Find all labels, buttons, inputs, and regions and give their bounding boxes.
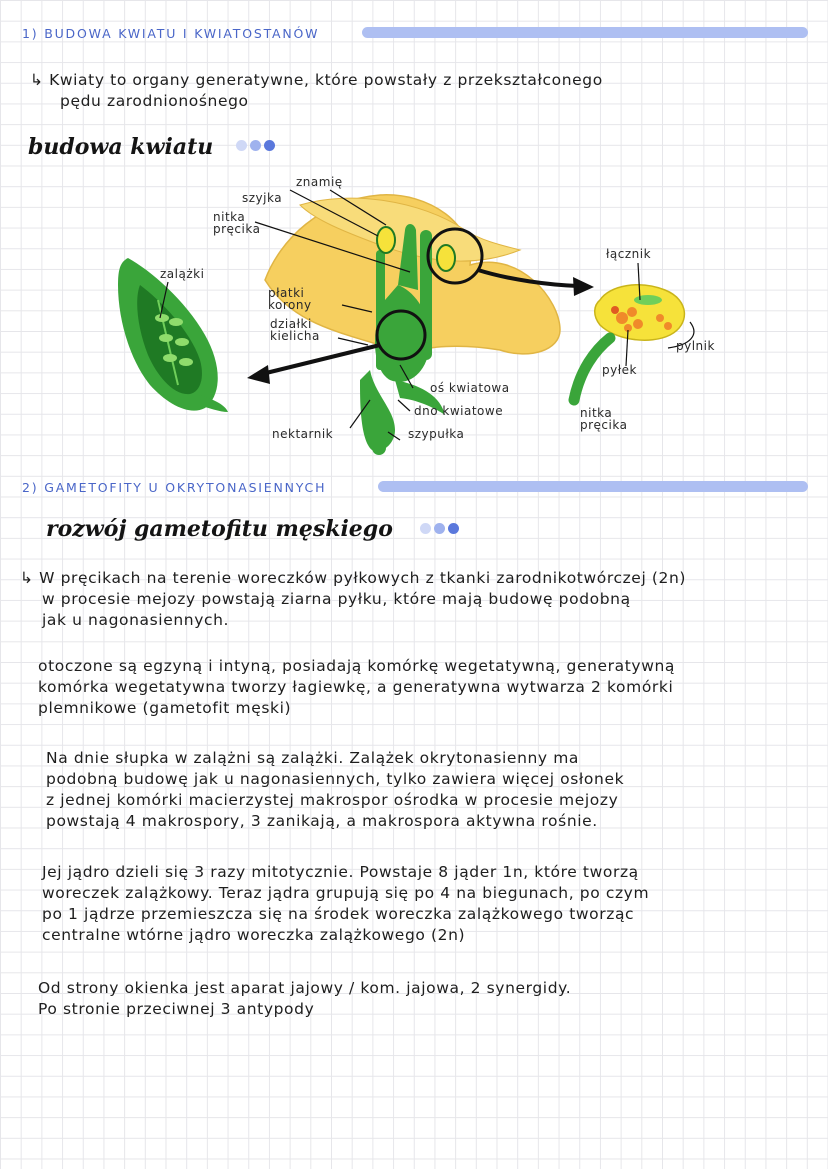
section-2-body: ↳ W pręcikach na terenie woreczków pyłko… [20,568,820,1038]
label-dno-kwiatowe: dno kwiatowe [414,404,504,418]
paragraph-pollen-structure: otoczone są egzyną i intyną, posiadają k… [38,656,675,719]
text-line: woreczek zalążkowy. Teraz jądra grupują … [42,884,650,902]
section-1-title: 1) BUDOWA KWIATU I KWIATOSTANÓW [22,26,320,41]
text-line: z jednej komórki macierzystej makrospor … [46,791,619,809]
label-pylek: pyłek [602,363,637,377]
label-platki-korony: płatki korony [268,286,312,312]
text-line: jak u nagonasiennych. [42,611,230,629]
section-1-intro: ↳ Kwiaty to organy generatywne, które po… [30,70,603,112]
label-nektarnik: nektarnik [272,427,334,441]
label-nitka-precika-right: nitka pręcika [580,406,628,432]
flower-diagram [118,189,695,455]
text-line: podobną budowę jak u nagonasiennych, tyl… [46,770,625,788]
magnifier-ovary [375,309,427,361]
ovary-illustration [118,258,228,412]
text-line: Po stronie przeciwnej 3 antypody [38,1000,315,1018]
dot-medium [250,140,261,151]
dot-light [236,140,247,151]
text-line: Jej jądro dzieli się 3 razy mitotycznie.… [42,863,639,881]
text-line: otoczone są egzyną i intyną, posiadają k… [38,657,675,675]
text-line: po 1 jądrze przemieszcza się na środek w… [42,905,635,923]
text-line: Na dnie słupka w zalążni są zalążki. Zal… [46,749,580,767]
paragraph-pollen: ↳ W pręcikach na terenie woreczków pyłko… [20,568,686,631]
label-zalazki: zalążki [160,267,205,281]
label-pylnik: pylnik [676,339,715,353]
paragraph-ovule: Na dnie słupka w zalążni są zalążki. Zal… [46,748,624,832]
text-line: Od strony okienka jest aparat jajowy / k… [38,979,572,997]
dot-medium [434,523,445,534]
paragraph-egg-apparatus: Od strony okienka jest aparat jajowy / k… [38,978,571,1020]
section-1-subheading: budowa kwiatu [28,134,214,160]
section-2-title: 2) GAMETOFITY U OKRYTONASIENNYCH [22,480,327,495]
label-os-kwiatowa: oś kwiatowa [430,381,510,395]
subheading-dots [236,140,275,151]
label-nitka-precika: nitka pręcika [213,210,261,236]
section-2-subheading: rozwój gametofitu męskiego [46,516,393,542]
label-lacznik: łącznik [606,247,652,261]
intro-line: pędu zarodnionośnego [60,92,249,110]
text-line: centralne wtórne jądro woreczka zalążkow… [42,926,466,944]
anther-detail [568,284,686,406]
text-line: komórka wegetatywna tworzy łagiewkę, a g… [38,678,674,696]
leader-lines [159,189,695,441]
text-line: w procesie mejozy powstają ziarna pyłku,… [42,590,631,608]
dot-light [420,523,431,534]
label-znamie: znamię [296,175,343,189]
subheading-dots [420,523,459,534]
text-line: powstają 4 makrospory, 3 zanikają, a mak… [46,812,598,830]
label-szypulka: szypułka [408,427,465,441]
text-line: ↳ W pręcikach na terenie woreczków pyłko… [20,569,687,587]
dot-dark [448,523,459,534]
text-line: plemnikowe (gametofit męski) [38,699,292,717]
section-2-bar [378,481,808,492]
intro-line: ↳ Kwiaty to organy generatywne, które po… [30,71,603,89]
paragraph-embryo-sac: Jej jądro dzieli się 3 razy mitotycznie.… [42,862,649,946]
magnifier-anther [426,227,484,285]
label-dzialki-kielicha: działki kielicha [270,317,320,343]
section-1-bar [362,27,808,38]
dot-dark [264,140,275,151]
label-szyjka: szyjka [242,191,283,205]
